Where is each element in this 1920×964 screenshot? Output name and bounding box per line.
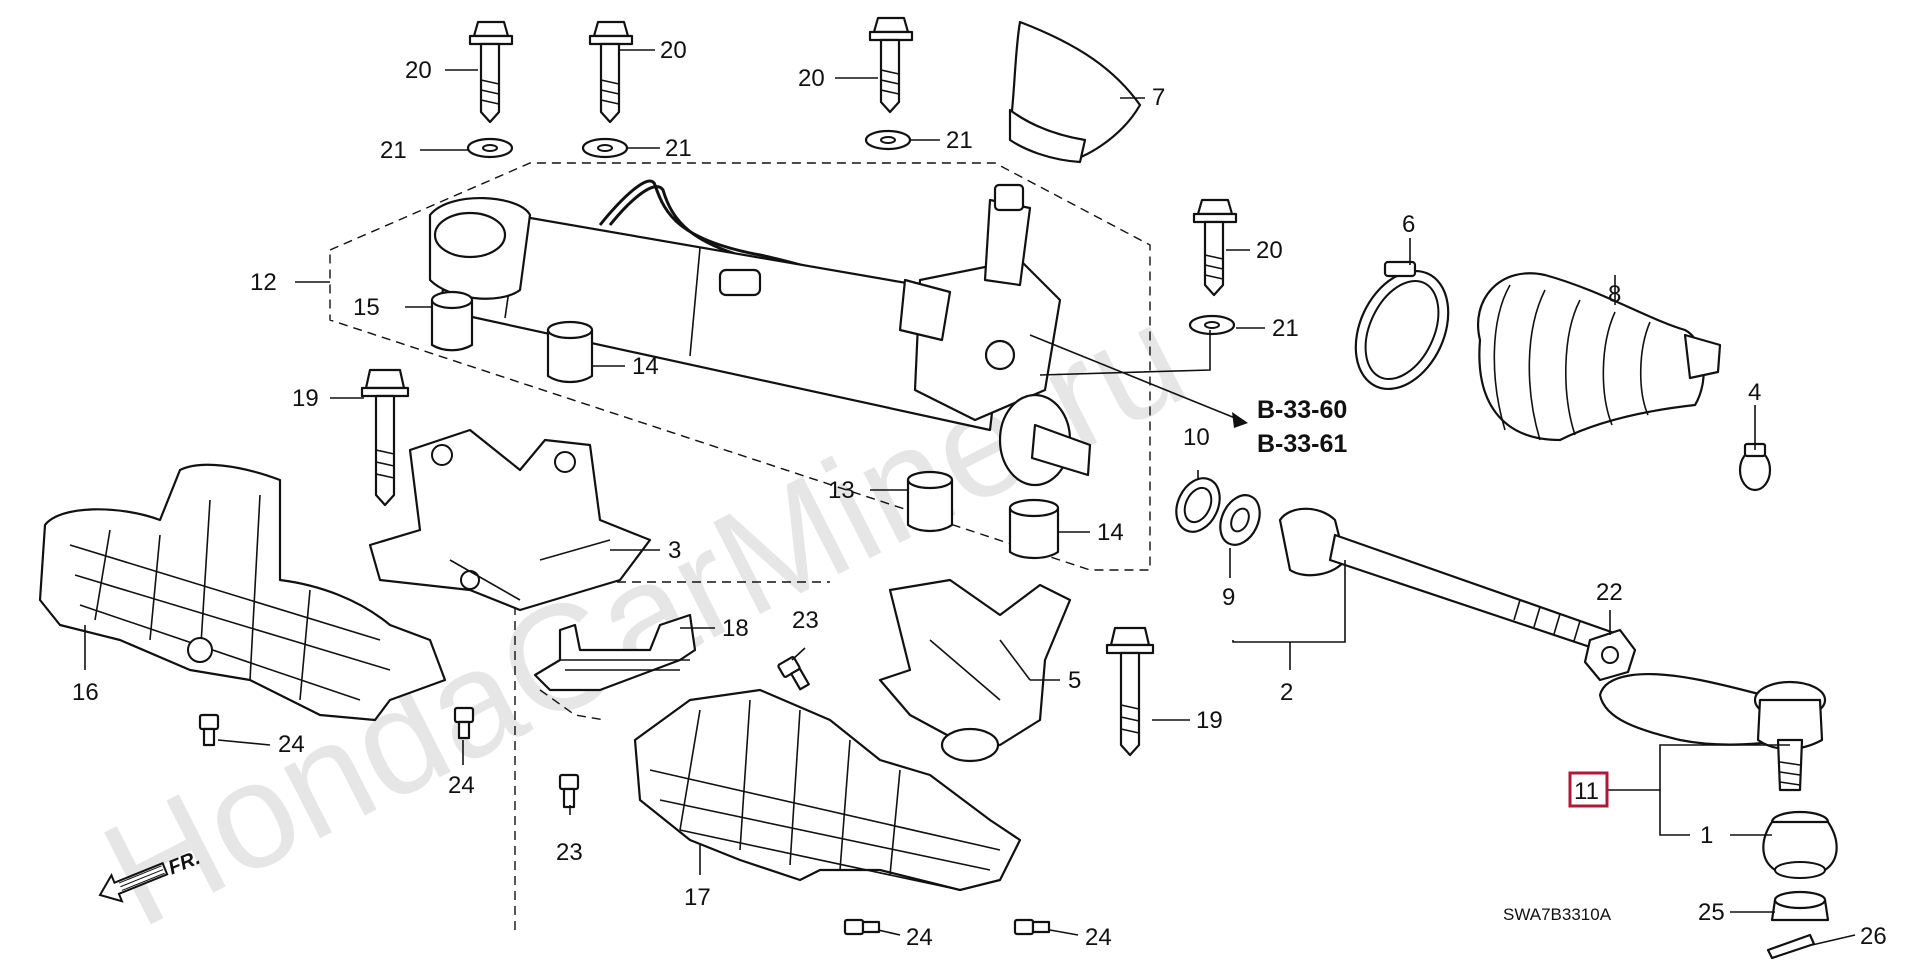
bolt-19-b[interactable] [1105, 626, 1155, 757]
callout-3[interactable]: 3 [668, 537, 681, 564]
callout-21[interactable]: 21 [946, 127, 973, 154]
bolt-24-a[interactable] [198, 713, 220, 747]
callout-20[interactable]: 20 [798, 65, 825, 92]
callout-18[interactable]: 18 [722, 615, 749, 642]
reference-b-33-61[interactable]: B-33-61 [1257, 430, 1347, 458]
callout-14[interactable]: 14 [1097, 519, 1124, 546]
tie-rod-end-11[interactable] [1598, 673, 1827, 792]
heat-shield-16[interactable] [38, 463, 447, 722]
pipe-bracket-18[interactable] [533, 613, 697, 692]
callout-19[interactable]: 19 [292, 385, 319, 412]
bolt-20-b[interactable] [588, 20, 634, 124]
callout-2[interactable]: 2 [1280, 679, 1293, 706]
bushing-15[interactable] [430, 290, 474, 352]
callout-22[interactable]: 22 [1596, 579, 1623, 606]
callout-20[interactable]: 20 [660, 37, 687, 64]
callout-21[interactable]: 21 [665, 135, 692, 162]
tie-rod-2[interactable] [1278, 507, 1622, 657]
callout-24[interactable]: 24 [906, 924, 933, 951]
rack-boot-8[interactable] [1477, 272, 1722, 442]
bolt-24-b[interactable] [453, 706, 475, 740]
stiffener-bracket-3[interactable] [368, 428, 652, 612]
callout-24[interactable]: 24 [448, 772, 475, 799]
callout-13[interactable]: 13 [828, 477, 855, 504]
bolt-24-d[interactable] [1013, 918, 1051, 936]
bolt-20-a[interactable] [468, 20, 514, 124]
callouts: 20 20 20 20 21 21 21 21 7 6 8 4 12 15 14… [72, 37, 1887, 951]
callout-23[interactable]: 23 [792, 607, 819, 634]
bolt-24-c[interactable] [843, 918, 881, 936]
box-link-23 [539, 689, 606, 721]
diagram-code: SWA7B3310A [1503, 905, 1612, 924]
steering-gearbox[interactable] [428, 179, 1092, 487]
dust-boot-1[interactable] [1762, 810, 1838, 879]
bushing-13[interactable] [906, 470, 954, 533]
heat-shield-17[interactable] [633, 688, 1022, 892]
callout-10[interactable]: 10 [1183, 424, 1210, 451]
callout-25[interactable]: 25 [1698, 899, 1725, 926]
dust-seal-7[interactable] [1008, 20, 1142, 164]
callout-24[interactable]: 24 [278, 731, 305, 758]
callout-11[interactable]: 11 [1574, 778, 1599, 805]
callout-21[interactable]: 21 [380, 137, 407, 164]
callout-26[interactable]: 26 [1860, 923, 1887, 950]
nut-22[interactable] [1583, 628, 1637, 682]
bolt-20-c[interactable] [868, 16, 914, 114]
bushing-14-top[interactable] [546, 320, 594, 384]
callout-17[interactable]: 17 [684, 884, 711, 911]
stiffener-bracket-5[interactable] [878, 578, 1072, 763]
castle-nut-25[interactable] [1770, 890, 1830, 922]
bolt-19-a[interactable] [360, 368, 410, 507]
callout-9[interactable]: 9 [1222, 584, 1235, 611]
callout-8[interactable]: 8 [1608, 281, 1621, 308]
callout-20[interactable]: 20 [405, 57, 432, 84]
bolt-23-b[interactable] [558, 773, 580, 809]
callout-15[interactable]: 15 [353, 294, 380, 321]
callout-24[interactable]: 24 [1085, 924, 1112, 951]
callout-14[interactable]: 14 [632, 353, 659, 380]
callout-4[interactable]: 4 [1748, 379, 1761, 406]
reference-b-33-60[interactable]: B-33-60 [1257, 396, 1347, 424]
callout-21[interactable]: 21 [1272, 315, 1299, 342]
cotter-pin-26[interactable] [1766, 933, 1816, 960]
callout-16[interactable]: 16 [72, 679, 99, 706]
callout-7[interactable]: 7 [1152, 84, 1165, 111]
bolt-20-d[interactable] [1192, 198, 1238, 297]
callout-19[interactable]: 19 [1196, 707, 1223, 734]
front-direction-arrow: FR. [98, 847, 203, 903]
boot-clip-4[interactable] [1738, 442, 1772, 492]
bolt-23-a[interactable] [777, 656, 810, 691]
callout-5[interactable]: 5 [1068, 667, 1081, 694]
boot-clamp-6[interactable] [1338, 256, 1467, 404]
callout-6[interactable]: 6 [1402, 211, 1415, 238]
callout-11-highlight[interactable]: 11 [1568, 771, 1609, 808]
bushing-14-bottom[interactable] [1008, 498, 1060, 560]
callout-23[interactable]: 23 [556, 839, 583, 866]
leader-lines [84, 49, 1856, 946]
callout-12[interactable]: 12 [250, 269, 277, 296]
callout-1[interactable]: 1 [1700, 822, 1713, 849]
callout-20[interactable]: 20 [1256, 237, 1283, 264]
assembly-box-12 [329, 162, 1151, 571]
